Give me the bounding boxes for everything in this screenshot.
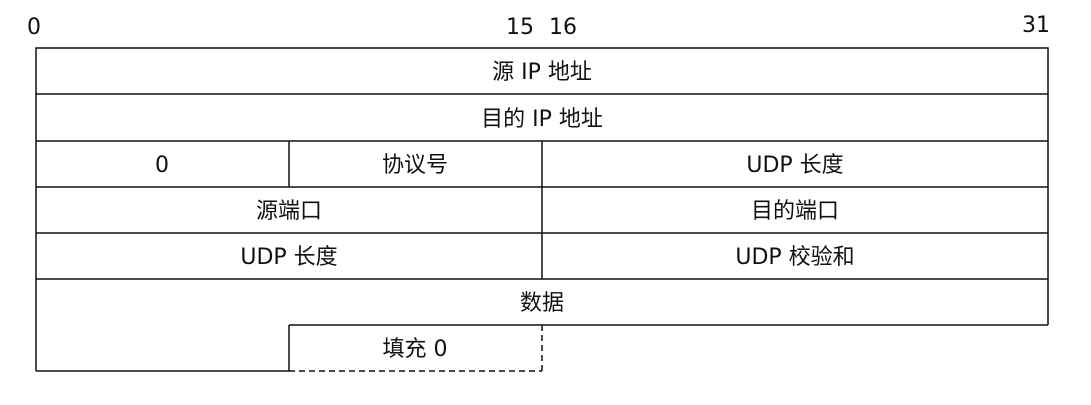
field-zero: 0	[155, 153, 169, 178]
grid-lines	[35, 47, 1049, 372]
bit-label-15: 15	[506, 15, 534, 40]
field-udp-checksum: UDP 校验和	[735, 245, 854, 270]
field-source-ip: 源 IP 地址	[492, 60, 592, 85]
field-udp-length: UDP 长度	[240, 245, 337, 270]
field-protocol: 协议号	[382, 153, 448, 178]
field-udp-length-pseudo: UDP 长度	[746, 153, 843, 178]
bit-label-16: 16	[549, 15, 577, 40]
bit-label-0: 0	[27, 15, 41, 40]
field-data: 数据	[520, 291, 564, 316]
bit-label-31: 31	[1022, 13, 1050, 38]
field-destination-ip: 目的 IP 地址	[481, 107, 603, 132]
field-source-port: 源端口	[256, 199, 322, 224]
field-destination-port: 目的端口	[751, 199, 839, 224]
field-padding: 填充 0	[383, 337, 448, 362]
